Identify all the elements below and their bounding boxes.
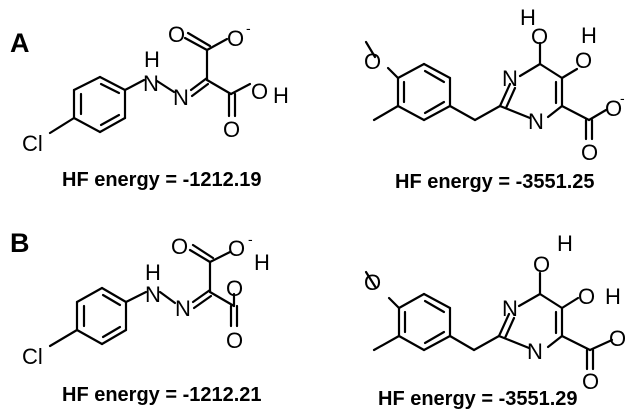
atom-n: N — [502, 66, 518, 91]
atom-o: O — [228, 236, 245, 261]
atom-n: N — [528, 109, 544, 134]
atom-n: N — [175, 296, 191, 321]
atom-n: N — [527, 339, 543, 364]
atom-o: O — [364, 49, 381, 74]
atom-h: H — [520, 5, 536, 30]
energy-label-a-right: HF energy = -3551.25 — [395, 171, 595, 193]
atom-o: O — [578, 284, 595, 309]
atom-o: O — [609, 326, 625, 351]
atom-o: O — [171, 234, 188, 259]
pyrimidine-ring-b-right — [497, 292, 564, 350]
atom-n: N — [143, 71, 159, 96]
molecule-b-left: Cl H N N O O - H O O — [22, 231, 270, 369]
panel-label-b: B — [10, 228, 30, 258]
atom-h: H — [145, 260, 161, 285]
charge-sign: - — [248, 231, 253, 247]
atom-o: O — [581, 140, 598, 165]
energy-label-b-left: HF energy = -1212.21 — [62, 384, 262, 406]
energy-label-b-right: HF energy = -3551.29 — [378, 388, 578, 410]
benzene-ring-a-right — [396, 62, 452, 122]
atom-n: N — [173, 85, 189, 110]
charge-sign: - — [246, 20, 251, 36]
atom-h: H — [605, 284, 621, 309]
atom-cl: Cl — [22, 344, 43, 369]
atom-o: O — [605, 96, 622, 121]
molecule-b-right: O N N O H O H O O — [364, 231, 625, 394]
atom-o: O — [227, 26, 244, 51]
atom-n: N — [502, 296, 518, 321]
atom-o: O — [575, 48, 592, 73]
benzene-ring-b-right — [397, 292, 452, 352]
atom-o: O — [531, 24, 548, 49]
atom-h: H — [144, 47, 160, 72]
atom-n: N — [145, 282, 161, 307]
molecule-a-left: Cl H N N O O - O H O — [22, 20, 289, 156]
benzene-ring-a-left — [72, 75, 127, 134]
pyrimidine-ring-a-right — [498, 62, 564, 120]
atom-o: O — [168, 22, 185, 47]
atom-o: O — [251, 79, 268, 104]
charge-sign: - — [620, 90, 625, 106]
atom-o: O — [226, 328, 243, 353]
atom-cl: Cl — [22, 131, 43, 156]
atom-h: H — [254, 250, 270, 275]
energy-label-a-left: HF energy = -1212.19 — [62, 169, 262, 191]
atom-o: O — [226, 276, 243, 301]
atom-o: O — [582, 369, 599, 394]
benzene-ring-b-left — [75, 286, 128, 346]
atom-h: H — [273, 83, 289, 108]
atom-h: H — [557, 231, 573, 256]
atom-o: O — [533, 252, 550, 277]
panel-label-a: A — [10, 28, 30, 58]
atom-h: H — [581, 23, 597, 48]
atom-o: O — [223, 117, 240, 142]
atom-o: O — [364, 270, 381, 295]
molecule-a-right: O N N H O H O O - O — [364, 5, 625, 165]
